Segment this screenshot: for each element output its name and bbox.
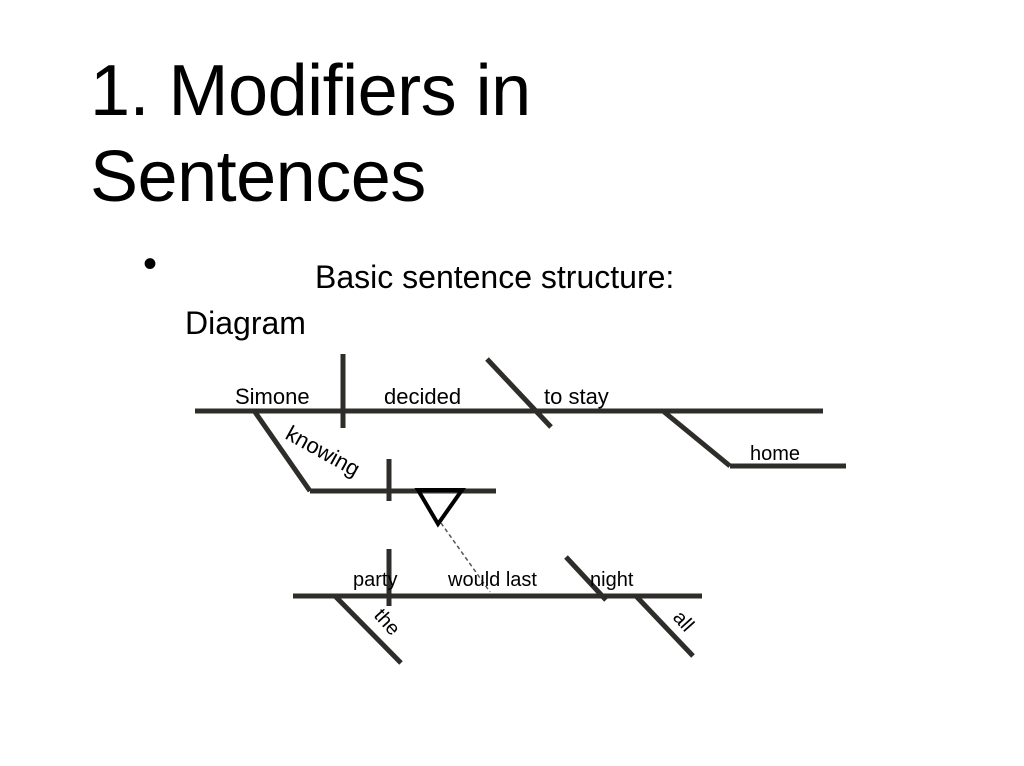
pedestal-dashed-line [440, 522, 491, 593]
word-clause-subject: party [353, 569, 397, 591]
clause-verb-object-divider [564, 555, 608, 602]
slide-title: 1. Modifiers in Sentences [90, 48, 531, 220]
home-slant-line [661, 409, 732, 468]
word-clause-object: night [590, 569, 634, 591]
title-line-1: 1. Modifiers in [90, 51, 531, 131]
all-slant-line [634, 594, 695, 658]
verb-object-divider [485, 357, 553, 429]
title-line-2: Sentences [90, 137, 426, 217]
article-slant-line [333, 594, 403, 665]
bullet-icon: • [143, 242, 158, 286]
word-subject: Simone [235, 384, 310, 409]
word-clause-verb: would last [447, 569, 537, 591]
bullet-line-2: Diagram [185, 305, 306, 341]
word-home: home [750, 443, 800, 465]
bullet-line-1: Basic sentence structure: [315, 259, 675, 295]
word-object: to stay [544, 384, 609, 409]
participle-slant-line [252, 410, 313, 493]
pedestal-triangle [414, 488, 466, 528]
word-verb: decided [384, 384, 461, 409]
bullet-text: Basic sentence structure: Diagram [185, 254, 825, 346]
